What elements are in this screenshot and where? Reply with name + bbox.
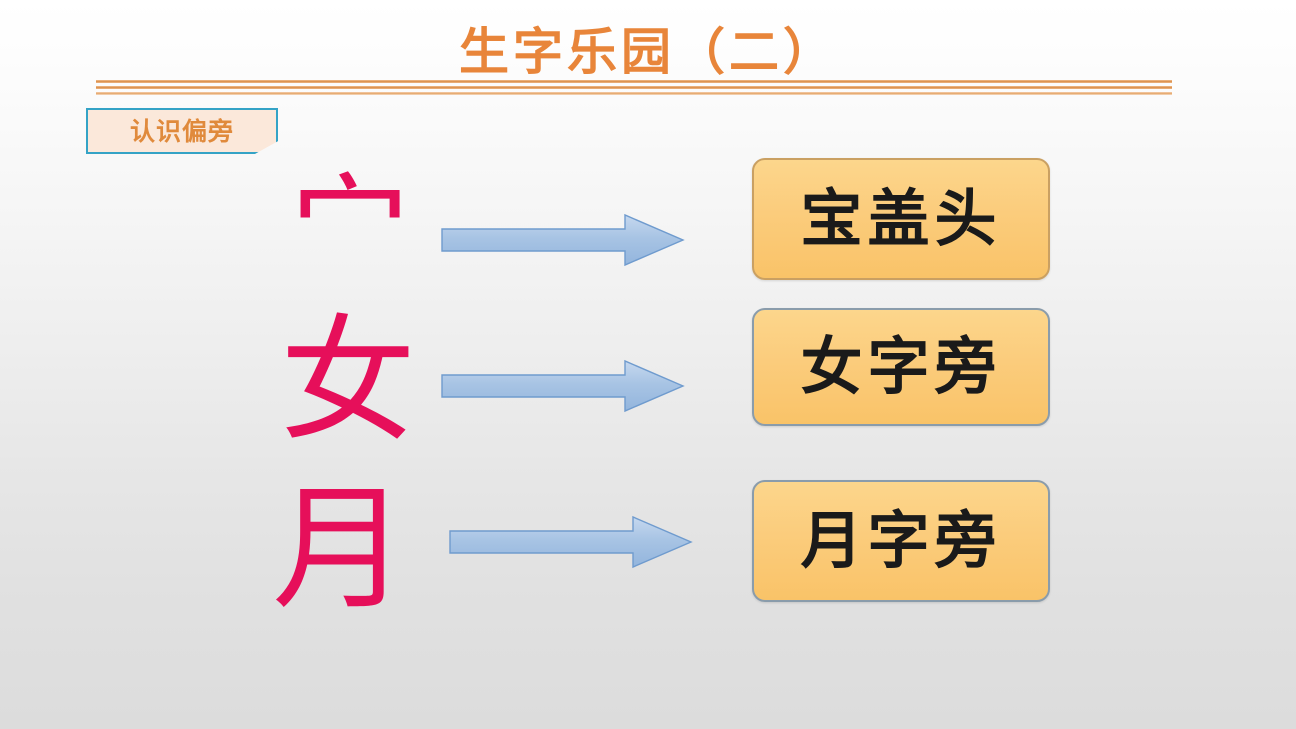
page-title: 生字乐园（二）	[459, 22, 837, 81]
radical-glyph: 月	[272, 471, 408, 629]
answer-box: 月字旁	[752, 480, 1050, 602]
answer-text: 宝盖头	[800, 182, 1002, 255]
answer-text: 月字旁	[800, 504, 1002, 577]
divider-line-2	[96, 86, 1172, 89]
divider-line-3	[96, 92, 1172, 95]
radical-glyph: 女	[280, 303, 416, 461]
answer-box: 女字旁	[752, 308, 1050, 426]
arrow-right-icon	[440, 358, 685, 414]
title-divider	[96, 80, 1172, 98]
divider-line-1	[96, 80, 1172, 83]
radical-row: 女 女字旁	[0, 300, 1296, 450]
radical-row: 月 月字旁	[0, 470, 1296, 620]
answer-text: 女字旁	[800, 330, 1002, 403]
arrow-right-icon	[440, 212, 685, 268]
section-label-badge: 认识偏旁	[86, 108, 278, 154]
arrow-right-icon	[448, 514, 693, 570]
radical-glyph: 宀	[290, 162, 410, 301]
section-label-text: 认识偏旁	[129, 116, 234, 146]
radical-row: 宀 宝盖头	[0, 150, 1296, 300]
answer-box: 宝盖头	[752, 158, 1050, 280]
